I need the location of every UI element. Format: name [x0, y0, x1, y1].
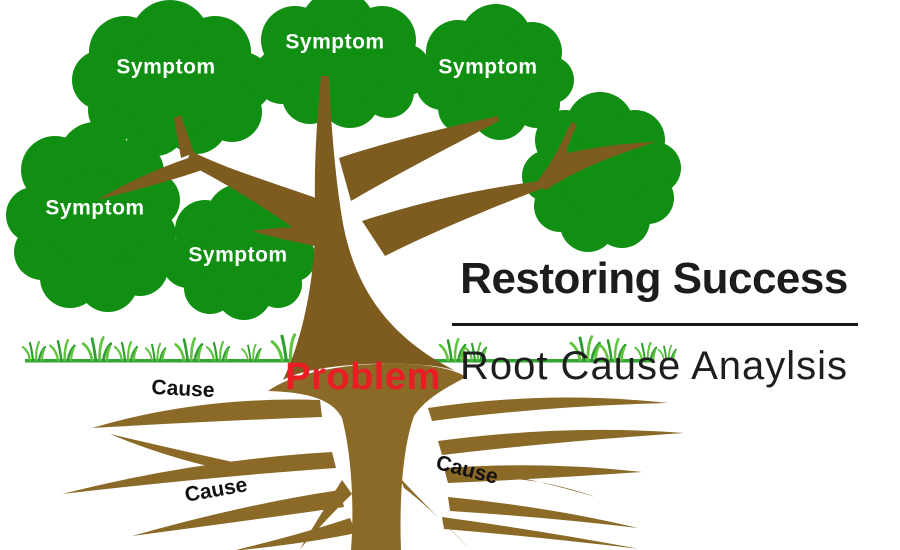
- trunk-and-branches: [97, 76, 656, 380]
- foliage-cloud-middle: [162, 184, 316, 320]
- symptom-label-top-left: Symptom: [116, 55, 216, 79]
- title-divider-line: [452, 323, 858, 326]
- title-block: Restoring Success: [446, 254, 862, 303]
- foliage-cloud-top-middle: [254, 0, 431, 128]
- branch-right-fork: [535, 122, 656, 190]
- branch-top-right: [339, 116, 499, 201]
- problem-label: Problem: [285, 356, 441, 398]
- branch-middle-left: [252, 227, 339, 251]
- cause-label-1: Cause: [150, 375, 216, 403]
- foliage-cloud-left: [6, 122, 180, 312]
- trunk: [283, 76, 456, 380]
- branch-up-left-fork-left: [97, 156, 205, 200]
- roots: [62, 363, 684, 550]
- branch-right: [362, 181, 543, 256]
- symptom-label-middle: Symptom: [188, 243, 288, 267]
- root-crown-and-taproot: [268, 363, 466, 550]
- foliage-clouds: [6, 0, 681, 320]
- symptom-label-top-right: Symptom: [438, 55, 538, 79]
- branch-up-left: [186, 151, 321, 248]
- symptom-label-top-middle: Symptom: [285, 30, 385, 54]
- page-subtitle: Root Cause Anaylsis: [459, 344, 849, 388]
- page-title: Restoring Success: [460, 254, 848, 303]
- branch-up-left-fork-up: [174, 115, 194, 158]
- symptom-label-left: Symptom: [45, 196, 145, 220]
